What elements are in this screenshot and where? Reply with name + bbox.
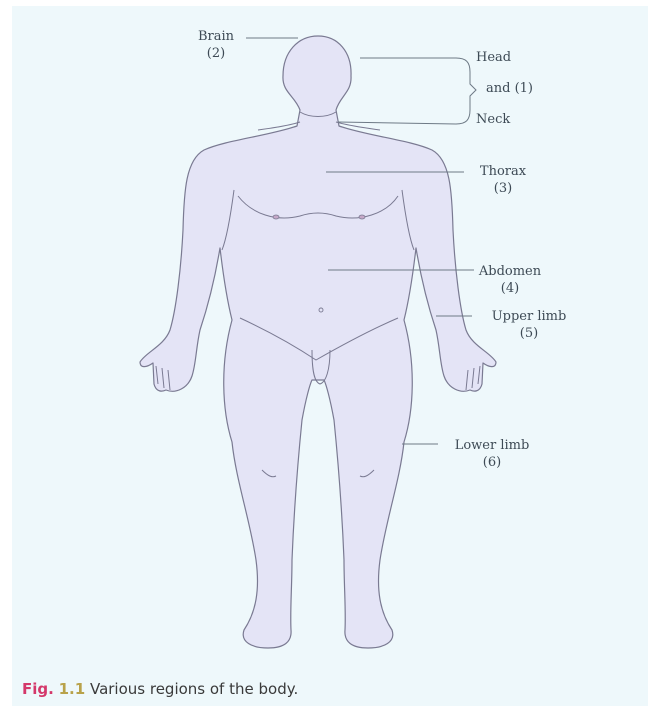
label-brain-number: (2): [188, 45, 244, 62]
label-thorax-text: Thorax: [462, 163, 544, 180]
label-brain-text: Brain: [188, 28, 244, 45]
label-brain: Brain (2): [188, 28, 244, 62]
label-upper-limb-number: (5): [470, 325, 588, 342]
label-head-neck-number: and (1): [486, 80, 533, 97]
caption-fig-word: Fig.: [22, 680, 54, 698]
label-lower-limb: Lower limb (6): [436, 437, 548, 471]
label-upper-limb-text: Upper limb: [470, 308, 588, 325]
label-abdomen: Abdomen (4): [470, 263, 550, 297]
label-lower-limb-number: (6): [436, 454, 548, 471]
label-thorax-number: (3): [462, 180, 544, 197]
label-lower-limb-text: Lower limb: [436, 437, 548, 454]
label-abdomen-number: (4): [470, 280, 550, 297]
caption-fig-number: 1.1: [59, 680, 86, 698]
label-neck: Neck: [476, 111, 510, 128]
neck-leader: [338, 122, 456, 124]
head-neck-brace: [456, 58, 476, 124]
label-thorax: Thorax (3): [462, 163, 544, 197]
label-abdomen-text: Abdomen: [470, 263, 550, 280]
label-upper-limb: Upper limb (5): [470, 308, 588, 342]
nipple-right: [359, 215, 365, 219]
figure-caption: Fig. 1.1 Various regions of the body.: [22, 680, 298, 698]
label-head: Head: [476, 49, 511, 66]
caption-text: Various regions of the body.: [90, 680, 298, 698]
body-outline: [140, 36, 496, 648]
nipple-left: [273, 215, 279, 219]
